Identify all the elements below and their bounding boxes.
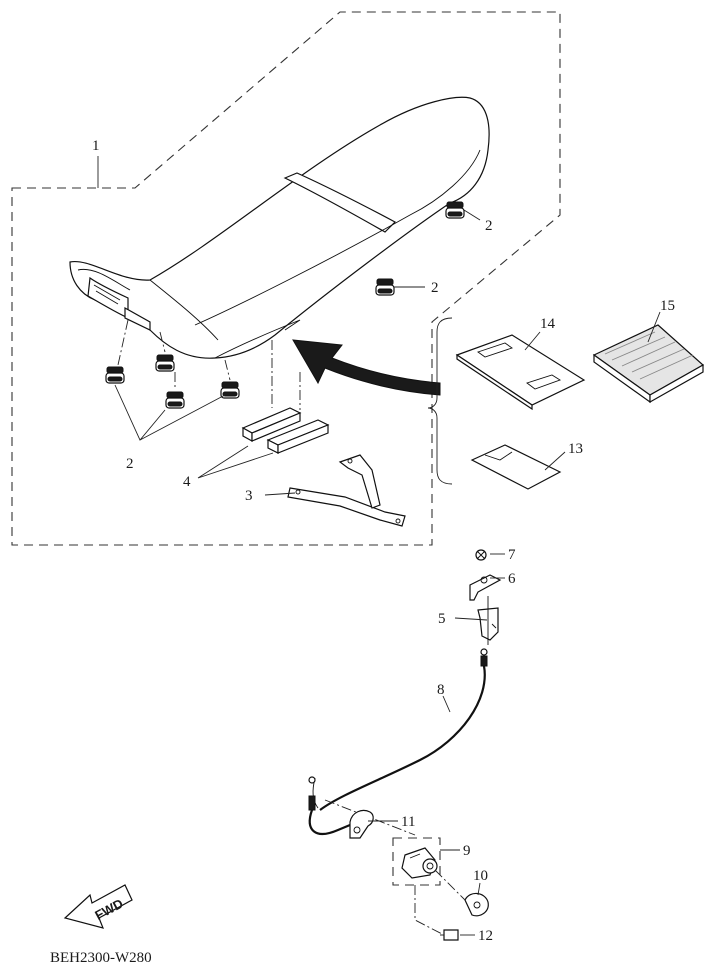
seat-damper bbox=[445, 201, 465, 219]
seat-damper bbox=[220, 381, 240, 399]
lock-screw bbox=[414, 885, 459, 941]
seat-lock-hook bbox=[469, 549, 502, 645]
callout-leaders bbox=[97, 156, 661, 936]
callout-11: 11 bbox=[401, 814, 415, 830]
assembly-direction-arrow bbox=[292, 339, 441, 396]
callout-10: 10 bbox=[473, 868, 488, 884]
callout-2: 2 bbox=[431, 280, 439, 296]
seat-pad-group bbox=[241, 340, 330, 454]
seat-damper bbox=[375, 278, 395, 296]
callout-8: 8 bbox=[437, 682, 445, 698]
callout-2: 2 bbox=[126, 456, 134, 472]
callout-7: 7 bbox=[508, 547, 516, 563]
lock-cover bbox=[434, 869, 489, 917]
callout-3: 3 bbox=[245, 488, 253, 504]
seat-damper bbox=[165, 391, 185, 409]
callout-13: 13 bbox=[568, 441, 583, 457]
owners-manual bbox=[455, 334, 586, 411]
cable-clamp bbox=[349, 809, 374, 839]
drawing-code: BEH2300-W280 bbox=[50, 950, 152, 966]
callout-15: 15 bbox=[660, 298, 675, 314]
forward-direction-arrow: FWD bbox=[63, 884, 133, 929]
service-manual bbox=[592, 324, 705, 404]
seat-assembly-boundary bbox=[11, 11, 561, 546]
seat-damper bbox=[155, 354, 175, 372]
callout-4: 4 bbox=[183, 474, 191, 490]
seat-illustration bbox=[69, 96, 490, 359]
callout-14: 14 bbox=[540, 316, 556, 332]
callout-9: 9 bbox=[463, 843, 471, 859]
lock-cylinder bbox=[392, 837, 441, 886]
seat-lock-cable bbox=[308, 648, 488, 836]
callout-12: 12 bbox=[478, 928, 493, 944]
seat-damper-group bbox=[105, 201, 465, 409]
callout-5: 5 bbox=[438, 611, 446, 627]
accessory-bracket bbox=[427, 317, 453, 485]
callout-1: 1 bbox=[92, 138, 100, 154]
callout-6: 6 bbox=[508, 571, 516, 587]
callout-2: 2 bbox=[485, 218, 493, 234]
seat-damper bbox=[105, 366, 125, 384]
seat-bracket bbox=[287, 454, 406, 527]
manual-pouch bbox=[470, 444, 562, 490]
